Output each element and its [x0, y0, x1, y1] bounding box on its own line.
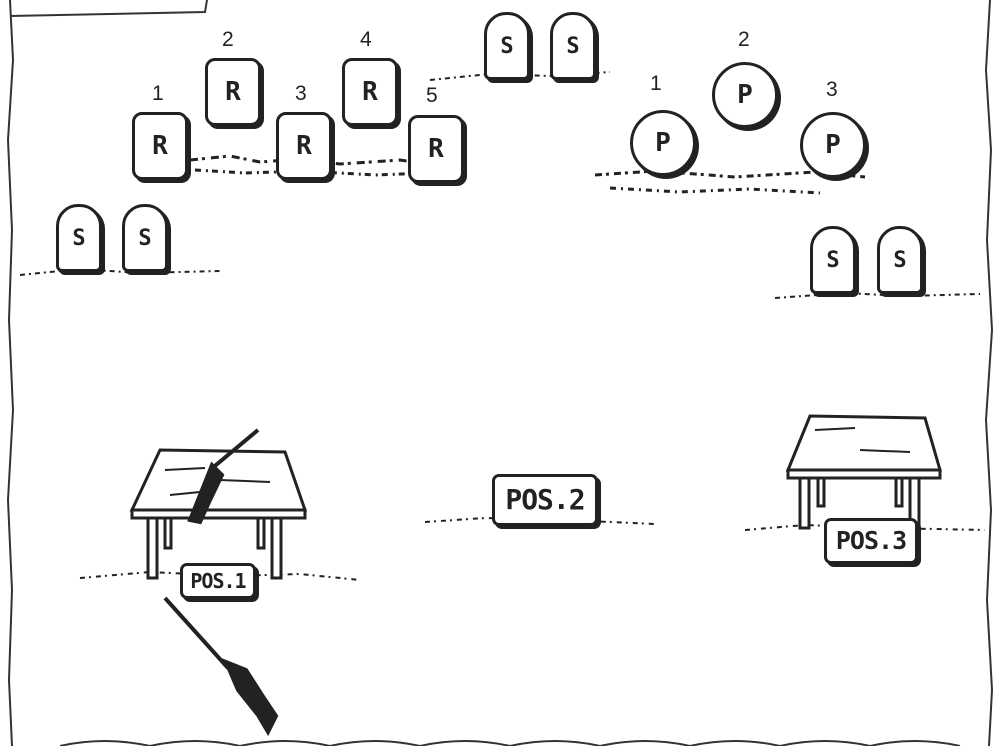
rifle-target-1: R [132, 112, 188, 180]
shotgun-target-left-1: S [56, 204, 102, 272]
rifle-target-4: R [342, 58, 398, 126]
shotgun-target-left-2: S [122, 204, 168, 272]
pistol-target-number-1: 1 [650, 72, 662, 96]
shotgun-target-right-1: S [810, 226, 856, 294]
rifle-target-3: R [276, 112, 332, 180]
page-border [8, 0, 13, 746]
pistol-target-1: P [630, 110, 696, 176]
position-1-tag: POS.1 [180, 563, 256, 599]
rifle-target-number-2: 2 [222, 28, 234, 52]
position-3-tag: POS.3 [824, 518, 918, 564]
pistol-target-3: P [800, 112, 866, 178]
page-border-right [986, 0, 992, 746]
pistol-target-number-3: 3 [826, 78, 838, 102]
rifle-ground [165, 598, 276, 732]
shotgun-target-top-2: S [550, 12, 596, 80]
rifle-target-number-1: 1 [152, 82, 164, 106]
rifle-target-number-4: 4 [360, 28, 372, 52]
bottom-scallops [60, 741, 960, 746]
shotgun-target-top-1: S [484, 12, 530, 80]
pistol-target-2: P [712, 62, 778, 128]
rifle-target-2: R [205, 58, 261, 126]
rifle-target-number-5: 5 [426, 84, 438, 108]
rifle-target-5: R [408, 115, 464, 183]
position-2-tag: POS.2 [492, 474, 598, 526]
corner-box [10, 0, 207, 16]
shotgun-target-right-2: S [877, 226, 923, 294]
rifle-target-number-3: 3 [295, 82, 307, 106]
pistol-target-number-2: 2 [738, 28, 750, 52]
table-pos3 [788, 416, 940, 528]
